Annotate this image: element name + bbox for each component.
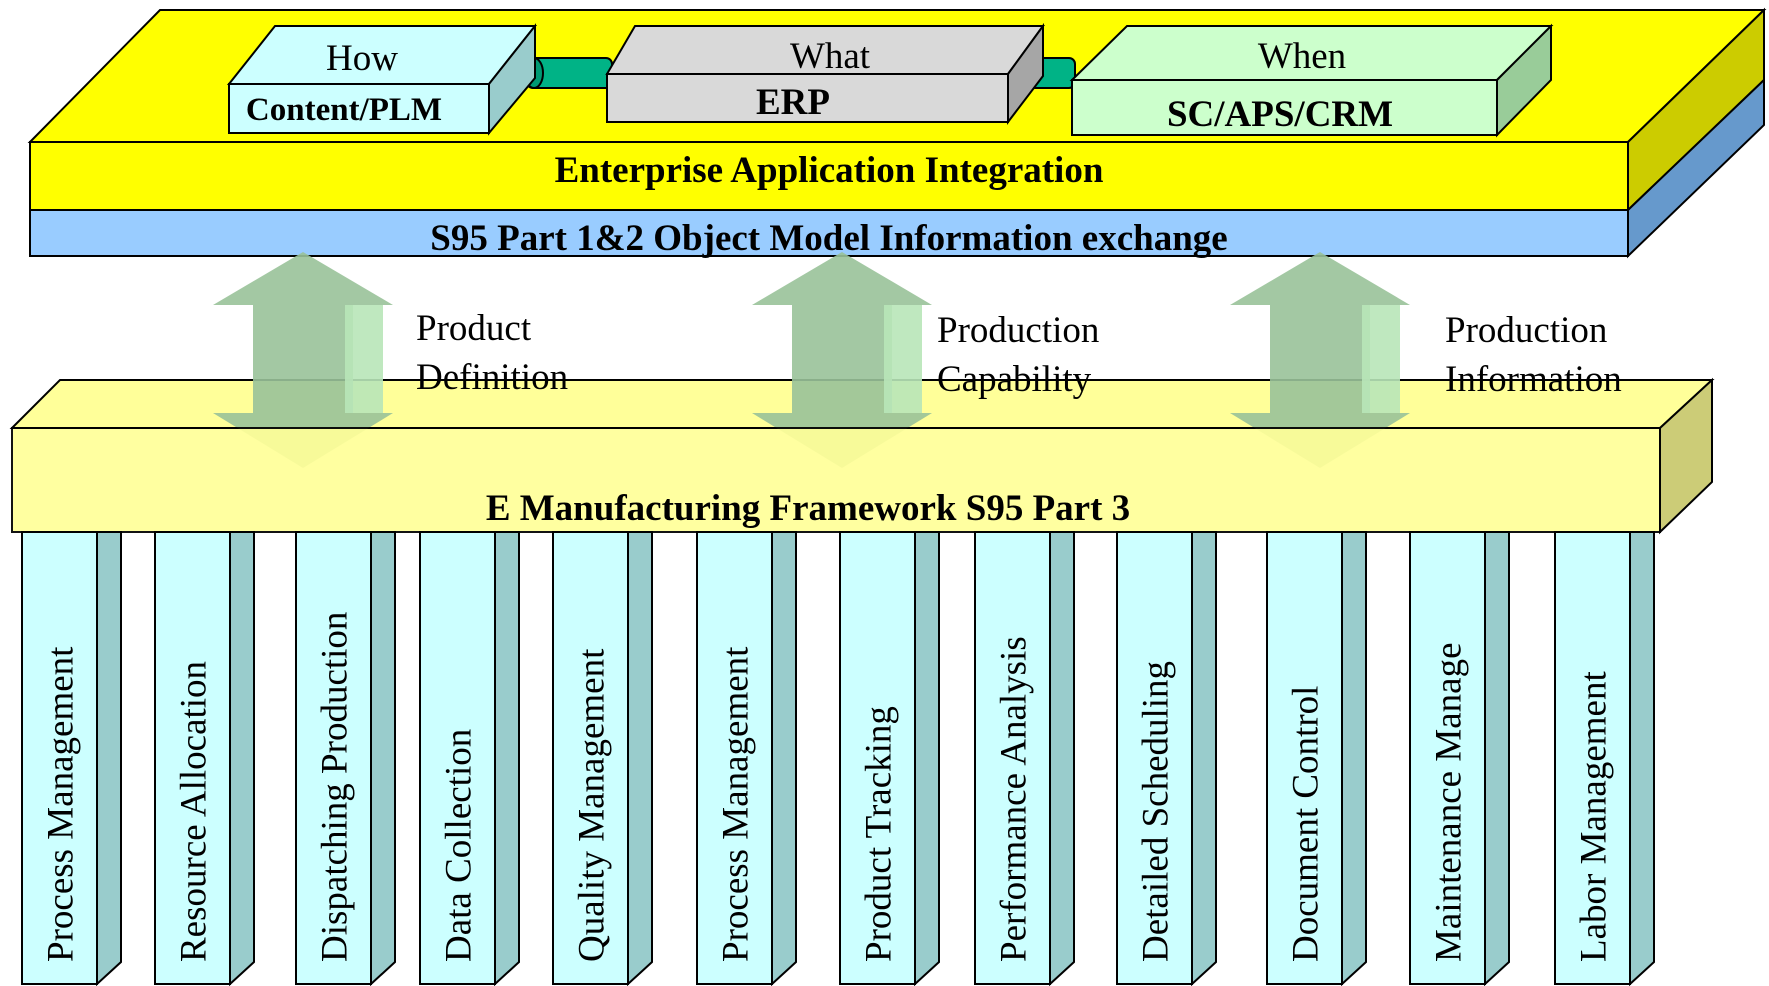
- s95-label: S95 Part 1&2 Object Model Information ex…: [430, 218, 1227, 259]
- pillar-side: [1341, 531, 1367, 986]
- pillar: Quality Management: [552, 531, 653, 986]
- pillar-side: [1191, 531, 1217, 986]
- pillar-front: [419, 531, 496, 985]
- pillar-side: [914, 531, 940, 986]
- pillar: Dispatching Production: [295, 531, 396, 986]
- pillar-group: Process Management Resource Allocation Dis…: [21, 531, 1655, 986]
- pillar-side: [1049, 531, 1075, 986]
- pillar: Performance Analysis: [974, 531, 1075, 986]
- pillar-front: [552, 531, 629, 985]
- pillar-side: [627, 531, 653, 986]
- eai-label: Enterprise Application Integration: [555, 150, 1104, 191]
- when-label: When: [1258, 36, 1346, 77]
- arrow-label-2-line1: Production: [937, 310, 1099, 351]
- pillar: Resource Allocation: [154, 531, 255, 986]
- pillar-front: [974, 531, 1051, 985]
- framework-band: E Manufacturing Framework S95 Part 3: [11, 427, 1661, 533]
- when-box: When SC/APS/CRM: [1069, 23, 1554, 138]
- pillar-label: Labor Management: [1574, 671, 1615, 962]
- pillar-front: [295, 531, 372, 985]
- pillar-label: Data Collection: [439, 729, 480, 962]
- pillar-front: [696, 531, 773, 985]
- pillar: Data Collection: [419, 531, 520, 986]
- pillar-label: Document Control: [1286, 686, 1327, 962]
- pillar-front: [1554, 531, 1631, 985]
- arrow-product-definition: [213, 252, 393, 468]
- pillar-side: [370, 531, 396, 986]
- pillar-side: [96, 531, 122, 986]
- s95-band: S95 Part 1&2 Object Model Information ex…: [29, 77, 1765, 259]
- arrow-label-2-line2: Capability: [937, 359, 1092, 400]
- pillar-label: Process Management: [716, 646, 757, 962]
- pillar-side: [494, 531, 520, 986]
- pillar: Detailed Scheduling: [1116, 531, 1217, 986]
- arrow-label-1-line1: Product: [416, 308, 532, 349]
- pillar-label: Maintenance Manage: [1429, 643, 1470, 963]
- arrow-production-information: [1230, 252, 1410, 468]
- connector-how-what: [524, 57, 613, 89]
- arrow-label-3-line1: Production: [1445, 310, 1607, 351]
- how-label: How: [326, 38, 398, 79]
- content-plm-label: Content/PLM: [246, 92, 442, 128]
- what-label: What: [790, 36, 871, 77]
- sc-aps-crm-label: SC/APS/CRM: [1167, 94, 1393, 135]
- pillar-side: [1629, 531, 1655, 986]
- erp-label: ERP: [756, 82, 830, 123]
- what-box: What ERP: [605, 22, 1045, 125]
- pillar-label: Product Tracking: [859, 706, 900, 962]
- arrow-label-1-line2: Definition: [416, 357, 568, 398]
- pillar: Document Control: [1266, 531, 1367, 986]
- pillar-label: Resource Allocation: [174, 661, 215, 962]
- pillar-label: Process Management: [41, 646, 82, 962]
- framework-label: E Manufacturing Framework S95 Part 3: [486, 488, 1130, 529]
- pillar-front: [154, 531, 231, 985]
- arrow-label-3-line2: Information: [1445, 359, 1622, 400]
- pillar: Labor Management: [1554, 531, 1655, 986]
- how-box: How Content/PLM: [226, 23, 538, 136]
- pillar-label: Detailed Scheduling: [1136, 661, 1177, 962]
- pillar: Process Management: [21, 531, 122, 986]
- pillar: Maintenance Manage: [1409, 531, 1510, 986]
- pillar-label: Quality Management: [572, 648, 613, 962]
- pillar: Process Management: [696, 531, 797, 986]
- pillar-side: [229, 531, 255, 986]
- pillar-side: [771, 531, 797, 986]
- pillar-side: [1484, 531, 1510, 986]
- arrow-production-capability: [752, 252, 932, 468]
- pillar-front: [1116, 531, 1193, 985]
- pillar-label: Dispatching Production: [315, 612, 356, 962]
- pillar: Product Tracking: [839, 531, 940, 986]
- pillar-label: Performance Analysis: [994, 636, 1035, 962]
